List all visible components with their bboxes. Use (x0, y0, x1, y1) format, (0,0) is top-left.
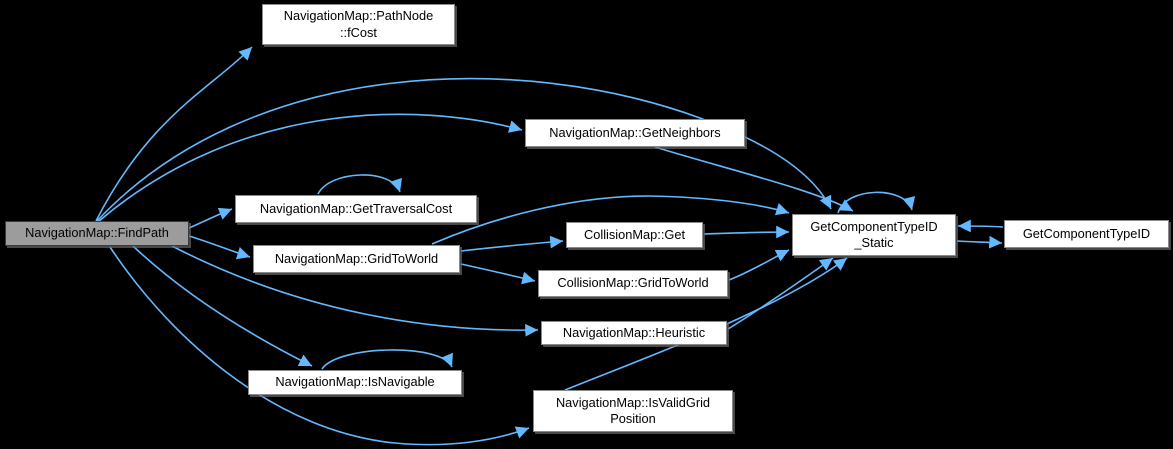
edge-findpath-to-isnavigable (132, 245, 313, 367)
edge-static-self-loop (837, 191, 916, 214)
edge-findpath-to-getneighbors (97, 113, 523, 223)
edge-findpath-to-heuristic (171, 245, 539, 337)
node-navigationmap-isvalidgridposition[interactable]: NavigationMap::IsValidGrid Position (533, 390, 733, 432)
edge-getneighbors-to-static (654, 146, 854, 212)
edge-findpath-to-gridtoworld (188, 235, 251, 260)
edge-static-to-getcomponenttypeid (956, 235, 1003, 249)
edge-findpath-to-static (96, 77, 832, 222)
node-navigationmap-getneighbors[interactable]: NavigationMap::GetNeighbors (525, 119, 745, 147)
node-navigationmap-gridtoworld[interactable]: NavigationMap::GridToWorld (253, 245, 460, 273)
node-getcomponenttypeid[interactable]: GetComponentTypeID (1004, 220, 1169, 248)
edge-gridtoworld-to-collisiongridtoworld (460, 263, 536, 285)
edge-gridtoworld-to-static (431, 195, 790, 245)
edge-gridtoworld-to-collisionget (460, 235, 564, 252)
node-navigationmap-pathnode-fcost[interactable]: NavigationMap::PathNode ::fCost (262, 4, 455, 45)
edge-collisiongridtoworld-to-static (728, 249, 790, 281)
edge-findpath-to-fcost (95, 46, 253, 222)
edge-collisionget-to-static (703, 225, 790, 239)
node-getcomponenttypeid-static[interactable]: GetComponentTypeID _Static (792, 214, 956, 256)
node-navigationmap-gettraversalcost[interactable]: NavigationMap::GetTraversalCost (235, 195, 477, 223)
node-navigationmap-isnavigable[interactable]: NavigationMap::IsNavigable (248, 370, 462, 395)
node-navigationmap-findpath[interactable]: NavigationMap::FindPath (5, 221, 189, 246)
edge-isnavigable-self-loop (321, 349, 453, 370)
edge-heuristic-to-static (727, 257, 834, 330)
node-collisionmap-get[interactable]: CollisionMap::Get (566, 222, 703, 248)
node-collisionmap-gridtoworld[interactable]: CollisionMap::GridToWorld (538, 270, 728, 297)
edge-findpath-to-isvalidgridposition (109, 246, 530, 446)
edge-gettraversalcost-self-loop (317, 174, 402, 195)
node-navigationmap-heuristic[interactable]: NavigationMap::Heuristic (541, 321, 727, 345)
edge-findpath-to-gettraversalcost (188, 207, 233, 229)
edge-getcomponenttypeid-to-static (957, 219, 1004, 233)
